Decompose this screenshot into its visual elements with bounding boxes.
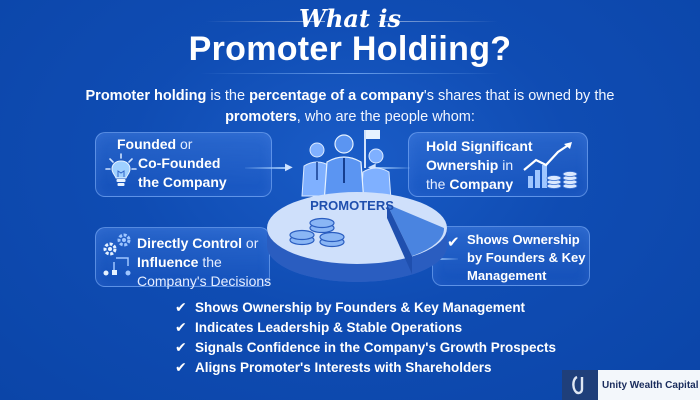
brand-badge: Unity Wealth Capital [562,370,700,400]
shows-line-2: by Founders & Key [467,250,586,265]
growth-chart-coins-icon [522,140,582,197]
ownership-bold-2: Ownership [426,157,499,173]
bullet-list: ✔ Shows Ownership by Founders & Key Manag… [175,297,556,377]
bullet-text: Shows Ownership by Founders & Key Manage… [195,299,526,315]
ownership-bold-1: Hold Significant [426,138,533,154]
arrow-ownership [374,167,410,169]
intro-part-4: 's shares that is owned by the [423,88,615,104]
lightbulb-icon [104,152,138,195]
title-underline [200,73,500,74]
intro-part-1: Promoter holding [85,88,207,104]
intro-part-3: percentage of a company [249,88,424,104]
bullet-text: Signals Confidence in the Company's Grow… [195,339,557,355]
bullet-item: ✔ Signals Confidence in the Company's Gro… [175,337,556,357]
gears-flow-icon [100,232,140,283]
card-founded-text-2: Co-Founded the Company [138,154,227,192]
founded-light-1: or [176,136,193,152]
ownership-light-2: in [498,157,514,173]
arrow-founded [245,167,287,169]
card-control-text: Directly Control or Influence the Compan… [137,234,271,291]
ownership-light-3: the [426,176,450,192]
founded-bold-3: the Company [138,174,227,190]
title-line-1: What is [298,4,402,33]
card-control [95,227,270,287]
checkmark-icon: ✔ [447,234,460,251]
checkmark-icon: ✔ [175,318,187,335]
control-light-1: or [242,235,259,251]
intro-text: Promoter holding is the percentage of a … [80,86,620,128]
card-ownership-text: Hold Significant Ownership in the Compan… [426,137,533,194]
promoters-label: PROMOTERS [310,198,394,213]
founded-bold-1: Founded [117,136,177,152]
title-rule-right [378,21,498,22]
brand-logo-icon [562,370,598,400]
checkmark-icon: ✔ [175,298,187,315]
checkmark-icon: ✔ [175,338,187,355]
card-shows-text: Shows Ownership by Founders & Key Manage… [467,231,585,285]
arrow-shows [434,258,458,260]
founded-bold-2: Co-Founded [138,155,221,171]
ownership-bold-3: Company [449,176,514,192]
shows-line-1: Shows Ownership [467,232,580,247]
page-title: Promoter Holdiing? [188,30,512,68]
control-bold-2: Influence [137,254,199,270]
arrow-head-founded: ▶ [285,162,293,173]
intro-part-6: , who are the people whom: [296,109,475,125]
control-light-2: the [198,254,222,270]
people-pie-chart-icon [262,128,462,298]
bullet-item: ✔ Indicates Leadership & Stable Operation… [175,317,556,337]
card-founded-text: Founded or [117,135,192,154]
bullet-item: ✔ Shows Ownership by Founders & Key Manag… [175,297,556,317]
bullet-item: ✔ Aligns Promoter's Interests with Shareh… [175,357,556,377]
intro-part-2: is the [206,88,250,104]
control-light-3: Company's Decisions [137,273,272,289]
intro-part-5: promoters [225,109,297,125]
arrow-head-ownership: ◀ [368,162,376,173]
checkmark-icon: ✔ [175,358,187,375]
title-rule-left [205,21,325,22]
shows-line-3: Management [467,268,547,283]
bullet-text: Aligns Promoter's Interests with Shareho… [195,359,492,375]
control-bold-1: Directly Control [137,235,243,251]
bullet-text: Indicates Leadership & Stable Operations [195,319,463,335]
brand-name: Unity Wealth Capital [602,379,699,391]
